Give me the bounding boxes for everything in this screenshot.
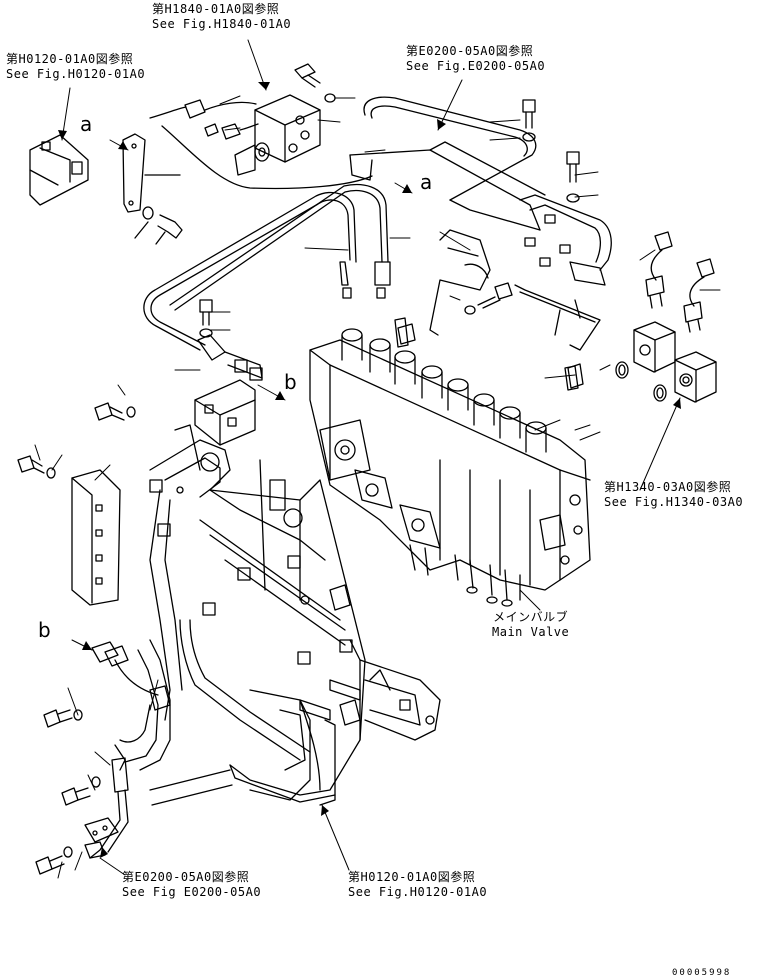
- pressure-switch-block: [235, 95, 320, 175]
- small-plate-a: [123, 134, 180, 212]
- main-valve-label-jp: メインバルブ: [493, 610, 569, 624]
- harness-lower-left: [85, 758, 128, 858]
- frame-lower-bracket: [150, 690, 320, 805]
- ref-h1840-en: See Fig.H1840-01A0: [152, 17, 292, 31]
- sensor-block-lower: [675, 352, 716, 402]
- ref-e0200-top-en: See Fig.E0200-05A0: [406, 59, 546, 73]
- ref-h1340: 第H1340-03A0図参照 See Fig.H1340-03A0: [604, 480, 743, 510]
- ref-h0120-top-jp: 第H0120-01A0図参照: [6, 52, 134, 66]
- ref-e0200-bottom-en: See Fig E0200-05A0: [122, 885, 262, 899]
- ref-h0120-top-en: See Fig.H0120-01A0: [6, 67, 146, 81]
- pressure-sensor-upper: [646, 232, 672, 308]
- main-valve-label: メインバルブ Main Valve: [492, 610, 569, 640]
- ref-h0120-top: 第H0120-01A0図参照 See Fig.H0120-01A0: [6, 52, 145, 82]
- callout-b-right: b: [284, 370, 297, 394]
- ref-h0120-bottom: 第H0120-01A0図参照 See Fig.H0120-01A0: [348, 870, 487, 900]
- harness-bracket-top: [350, 97, 611, 285]
- arrowheads: [58, 82, 681, 858]
- bolts-bottom-left: [36, 710, 100, 874]
- fitting-spacers: [398, 324, 583, 388]
- callout-a-left: a: [80, 112, 93, 136]
- ref-e0200-top-jp: 第E0200-05A0図参照: [406, 44, 534, 58]
- main-valve-label-en: Main Valve: [492, 625, 570, 639]
- top-left-bracket: [30, 135, 88, 205]
- main-valve: [310, 318, 590, 606]
- sensor-block-upper: [634, 322, 675, 372]
- frame-extension-right: [360, 660, 440, 740]
- connector-b: [92, 642, 170, 770]
- bracket-b: [195, 380, 255, 445]
- switch-connectors: [150, 100, 372, 189]
- bolt-washer-left-top: [135, 207, 182, 244]
- ref-h1840: 第H1840-01A0図参照 See Fig.H1840-01A0: [152, 2, 291, 32]
- document-number: 00005998: [672, 968, 732, 978]
- ref-h1840-jp: 第H1840-01A0図参照: [152, 2, 280, 16]
- leader-lines: [35, 40, 720, 878]
- ref-h0120-bottom-en: See Fig.H0120-01A0: [348, 885, 488, 899]
- pressure-sensor-lower: [684, 259, 714, 332]
- terminal-plate: [72, 470, 120, 605]
- callout-b-left: b: [38, 618, 51, 642]
- ref-e0200-bottom-jp: 第E0200-05A0図参照: [122, 870, 250, 884]
- bolts-top-right: [523, 100, 579, 202]
- tube-lines: [144, 185, 390, 350]
- ref-e0200-bottom: 第E0200-05A0図参照 See Fig E0200-05A0: [122, 870, 261, 900]
- ref-h1340-jp: 第H1340-03A0図参照: [604, 480, 732, 494]
- o-rings: [616, 362, 666, 401]
- callout-a-right: a: [420, 170, 433, 194]
- bolt-top-center: [295, 64, 335, 102]
- ref-h0120-bottom-jp: 第H0120-01A0図参照: [348, 870, 476, 884]
- ref-h1340-en: See Fig.H1340-03A0: [604, 495, 744, 509]
- ref-e0200-top: 第E0200-05A0図参照 See Fig.E0200-05A0: [406, 44, 545, 74]
- bolt-middle-right: [465, 283, 512, 314]
- tube-clamp-left: [198, 300, 262, 380]
- clamp-bracket-right: [430, 230, 600, 350]
- bolts-left-middle: [18, 403, 135, 478]
